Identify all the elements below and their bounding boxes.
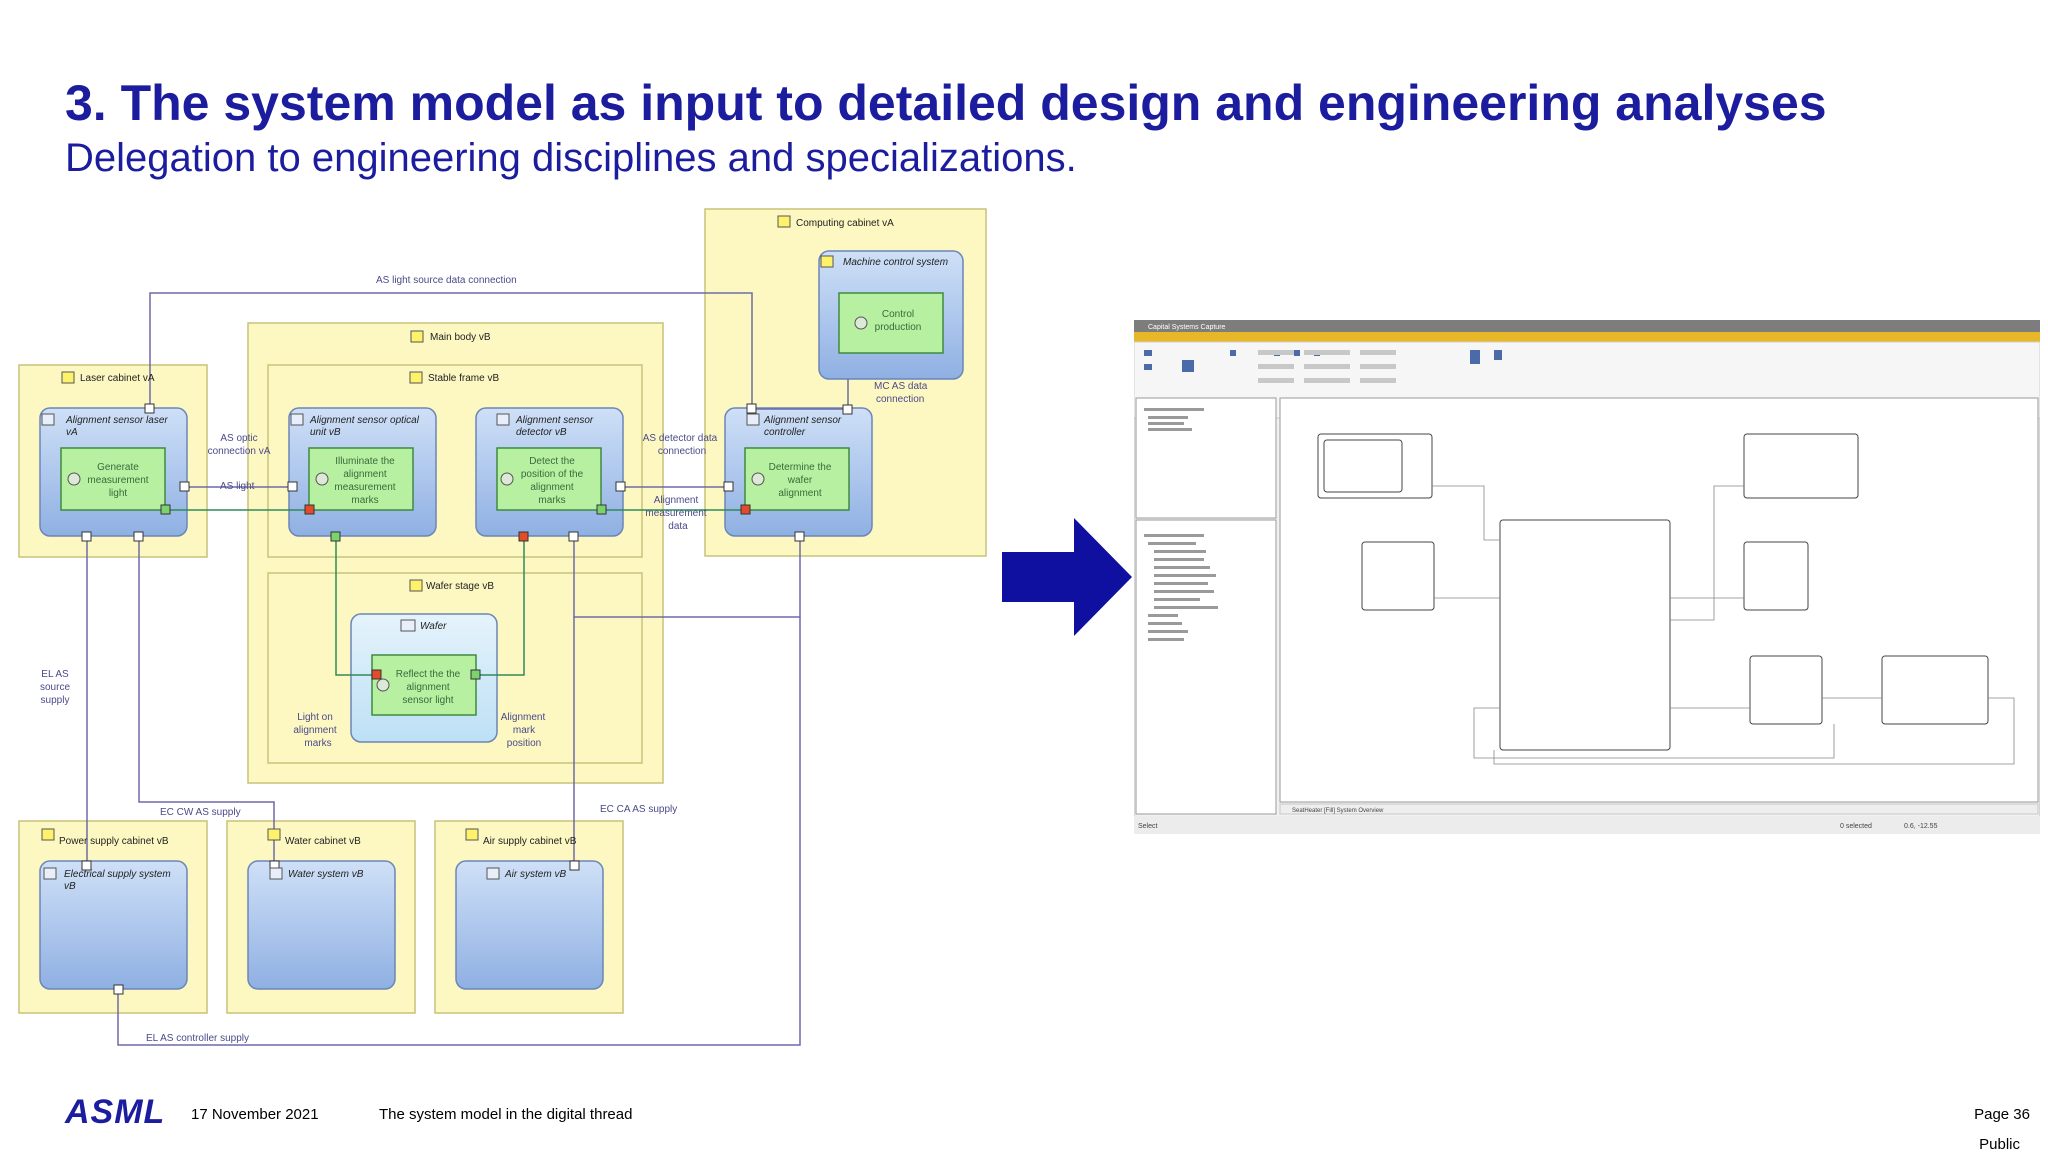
svg-text:Alignment sensor: Alignment sensor [515, 415, 594, 426]
laser-cabinet-label: Laser cabinet vA [80, 373, 155, 384]
svg-text:EL AS: EL AS [41, 669, 69, 680]
svg-text:Water system vB: Water system vB [288, 869, 364, 880]
wafer-stage-label: Wafer stage vB [426, 581, 494, 592]
power-cabinet-label: Power supply cabinet vB [59, 836, 169, 847]
svg-text:wafer: wafer [787, 475, 813, 486]
svg-text:vB: vB [64, 881, 76, 892]
svg-text:Alignment sensor laser: Alignment sensor laser [65, 415, 168, 426]
svg-text:measurement: measurement [87, 475, 148, 486]
svg-text:EL AS controller supply: EL AS controller supply [146, 1033, 249, 1044]
el-as-controller-supply-line [117, 617, 801, 1046]
air-cabinet-label: Air supply cabinet vB [483, 836, 577, 847]
status-selected-count: 0 selected [1840, 823, 1872, 830]
svg-text:Light on: Light on [297, 712, 333, 723]
status-select: Select [1138, 823, 1158, 830]
svg-text:alignment: alignment [293, 725, 337, 736]
svg-text:Control: Control [882, 309, 914, 320]
svg-text:position of the: position of the [521, 469, 584, 480]
as-light-source-data-label: AS light source data connection [376, 275, 517, 286]
water-block [247, 860, 396, 990]
svg-text:Alignment: Alignment [654, 495, 699, 506]
stable-frame-label: Stable frame vB [428, 373, 499, 384]
slide-subtitle: Delegation to engineering disciplines an… [65, 136, 1077, 180]
footer-classification: Public [1979, 1136, 2020, 1153]
svg-text:detector vB: detector vB [516, 427, 567, 438]
svg-text:marks: marks [304, 738, 331, 749]
svg-text:EC CW AS supply: EC CW AS supply [160, 807, 241, 818]
main-body-label: Main body vB [430, 332, 491, 343]
svg-text:supply: supply [41, 695, 70, 706]
app-screenshot: Capital Systems Capture [1133, 319, 2041, 835]
svg-text:data: data [668, 521, 688, 532]
control-production-function [838, 292, 944, 354]
machine-control-label: Machine control system [843, 257, 948, 268]
svg-text:MC AS data: MC AS data [874, 381, 928, 392]
svg-text:connection: connection [658, 446, 706, 457]
svg-text:alignment: alignment [778, 488, 822, 499]
footer-doc-title: The system model in the digital thread [379, 1106, 633, 1123]
svg-text:Detect the: Detect the [529, 456, 575, 467]
system-architecture-diagram: AS light source data connection Computin… [18, 208, 987, 1046]
svg-text:alignment: alignment [406, 682, 450, 693]
app-window-title: Capital Systems Capture [1148, 324, 1226, 331]
svg-text:alignment: alignment [530, 482, 574, 493]
svg-text:Air system vB: Air system vB [504, 869, 566, 880]
alignment-mark-position-flow [476, 536, 525, 676]
svg-text:measurement: measurement [334, 482, 395, 493]
water-cabinet-label: Water cabinet vB [285, 836, 361, 847]
light-on-marks-flow [335, 536, 376, 676]
footer-date: 17 November 2021 [191, 1106, 319, 1123]
as-light-source-data-connection [149, 292, 753, 409]
svg-text:alignment: alignment [343, 469, 387, 480]
svg-text:AS light: AS light [220, 481, 255, 492]
svg-text:mark: mark [513, 725, 536, 736]
footer-page-number: Page 36 [1974, 1106, 2030, 1123]
air-block [455, 860, 604, 990]
svg-text:Alignment: Alignment [501, 712, 546, 723]
svg-text:position: position [507, 738, 541, 749]
computing-cabinet-label: Computing cabinet vA [796, 218, 894, 229]
svg-text:measurement: measurement [645, 508, 706, 519]
svg-text:marks: marks [351, 495, 378, 506]
svg-text:EC CA AS supply: EC CA AS supply [600, 804, 677, 815]
svg-text:Alignment sensor optical: Alignment sensor optical [309, 415, 420, 426]
svg-text:Generate: Generate [97, 462, 139, 473]
electrical-block [39, 860, 188, 990]
svg-text:marks: marks [538, 495, 565, 506]
svg-text:sensor light: sensor light [402, 695, 453, 706]
drawing-tab-label: SeatHeater [Fill] System Overview [1292, 808, 1384, 814]
detect-function [496, 447, 602, 511]
svg-text:AS detector data: AS detector data [643, 433, 718, 444]
svg-text:vA: vA [66, 427, 78, 438]
asml-logo: ASML [65, 1093, 166, 1131]
svg-text:unit vB: unit vB [310, 427, 341, 438]
svg-text:Alignment sensor: Alignment sensor [763, 415, 842, 426]
svg-text:Determine the: Determine the [769, 462, 832, 473]
wafer-label: Wafer [420, 621, 447, 632]
svg-text:Electrical supply system: Electrical supply system [64, 869, 171, 880]
right-arrow-icon [1002, 518, 1132, 636]
svg-text:Reflect the the: Reflect the the [396, 669, 461, 680]
svg-text:controller: controller [764, 427, 806, 438]
svg-text:Illuminate the: Illuminate the [335, 456, 395, 467]
svg-text:connection vA: connection vA [208, 446, 271, 457]
svg-text:production: production [875, 322, 922, 333]
ec-ca-as-supply-line [573, 536, 801, 865]
slide-title: 3. The system model as input to detailed… [65, 75, 1827, 131]
svg-text:source: source [40, 682, 70, 693]
svg-text:AS optic: AS optic [220, 433, 257, 444]
svg-text:connection: connection [876, 394, 924, 405]
svg-text:light: light [109, 488, 128, 499]
status-coordinates: 0.6, -12.55 [1904, 823, 1938, 830]
